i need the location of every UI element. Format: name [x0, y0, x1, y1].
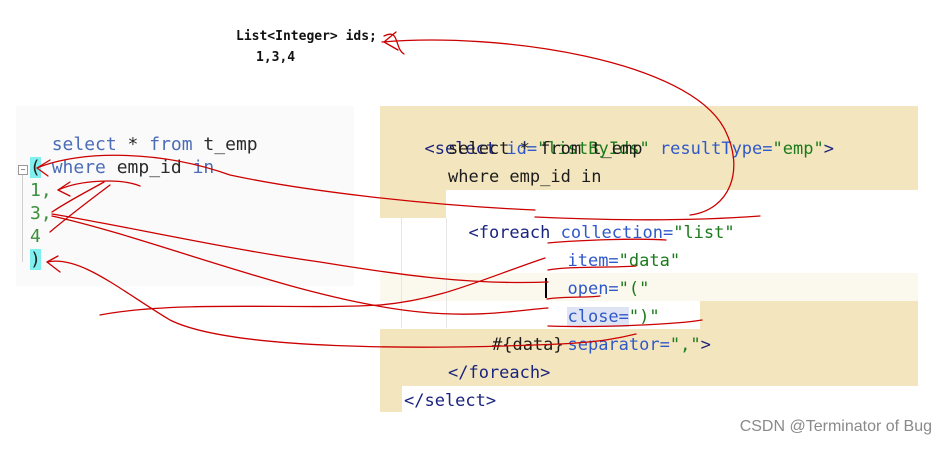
xml-attr-id: id= [496, 139, 538, 159]
xml-body-where: where emp_id in [448, 167, 602, 187]
xml-select-close: </select> [404, 391, 497, 411]
indent-guide-1 [401, 218, 402, 328]
sql-close-paren-line: ) [30, 248, 41, 271]
xml-tag-end-2: > [700, 335, 711, 355]
sql-close-paren: ) [30, 249, 41, 270]
sql-open-paren-line: ( [30, 156, 41, 179]
xml-open-line: open="(" [547, 247, 649, 303]
fold-guide [22, 170, 23, 262]
xml-tag-select: <select [424, 139, 497, 159]
sql-star: * [116, 134, 150, 155]
watermark: CSDN @Terminator of Bug [739, 418, 932, 435]
sql-preview-panel [16, 106, 354, 286]
xml-attr-item: item= [567, 251, 619, 271]
xml-highlight-sep-tail [700, 301, 918, 329]
xml-close-line[interactable]: close=")" [547, 275, 660, 331]
xml-val-close: ")" [628, 307, 660, 327]
xml-body-select: select * from t_emp [448, 139, 643, 159]
xml-highlight-block-1 [380, 106, 918, 190]
sql-keyword-where: where [51, 157, 106, 178]
xml-tag-end: > [823, 139, 834, 159]
xml-val-open: "(" [618, 279, 650, 299]
xml-attr-open: open= [567, 279, 619, 299]
xml-highlight-block-2 [380, 329, 918, 386]
fold-collapse-icon[interactable]: − [18, 165, 28, 175]
xml-select-open: <select id="listByIds" resultType="emp"> [404, 107, 834, 163]
sql-column: emp_id [105, 157, 193, 178]
sql-keyword-from: from [149, 134, 193, 155]
sql-table-name: t_emp [192, 134, 258, 155]
sql-line-select: select * from t_emp [30, 110, 258, 156]
xml-highlight-close-margin [380, 386, 402, 412]
sql-item-3: 3, [30, 203, 52, 224]
xml-val-collection: "list" [673, 223, 735, 243]
xml-foreach-open: <foreach collection="list" [448, 191, 735, 247]
sql-keyword-select: select [51, 134, 117, 155]
xml-attr-resulttype: resultType= [649, 139, 773, 159]
list-declaration-note: List<Integer> ids; [236, 29, 377, 44]
xml-tag-foreach: <foreach [468, 223, 551, 243]
xml-attr-collection: collection= [550, 223, 674, 243]
list-values-note: 1,3,4 [256, 50, 296, 65]
xml-val-resulttype: "emp" [772, 139, 824, 159]
sql-item-4: 4 [30, 226, 41, 247]
xml-foreach-close: </foreach> [448, 363, 551, 383]
sql-keyword-in: in [192, 157, 215, 178]
xml-val-id: "listByIds" [537, 139, 650, 159]
text-cursor [545, 278, 547, 298]
xml-attr-close: close= [567, 307, 629, 327]
indent-guide-2 [446, 218, 447, 328]
current-line-highlight [380, 273, 918, 301]
sql-line-where: where emp_id in [30, 133, 215, 179]
xml-separator-line: separator=","> [547, 303, 711, 359]
sql-item-1: 1, [30, 180, 52, 201]
xml-attr-separator: separator= [567, 335, 670, 355]
sql-open-paren: ( [30, 157, 41, 178]
xml-val-separator: "," [669, 335, 701, 355]
